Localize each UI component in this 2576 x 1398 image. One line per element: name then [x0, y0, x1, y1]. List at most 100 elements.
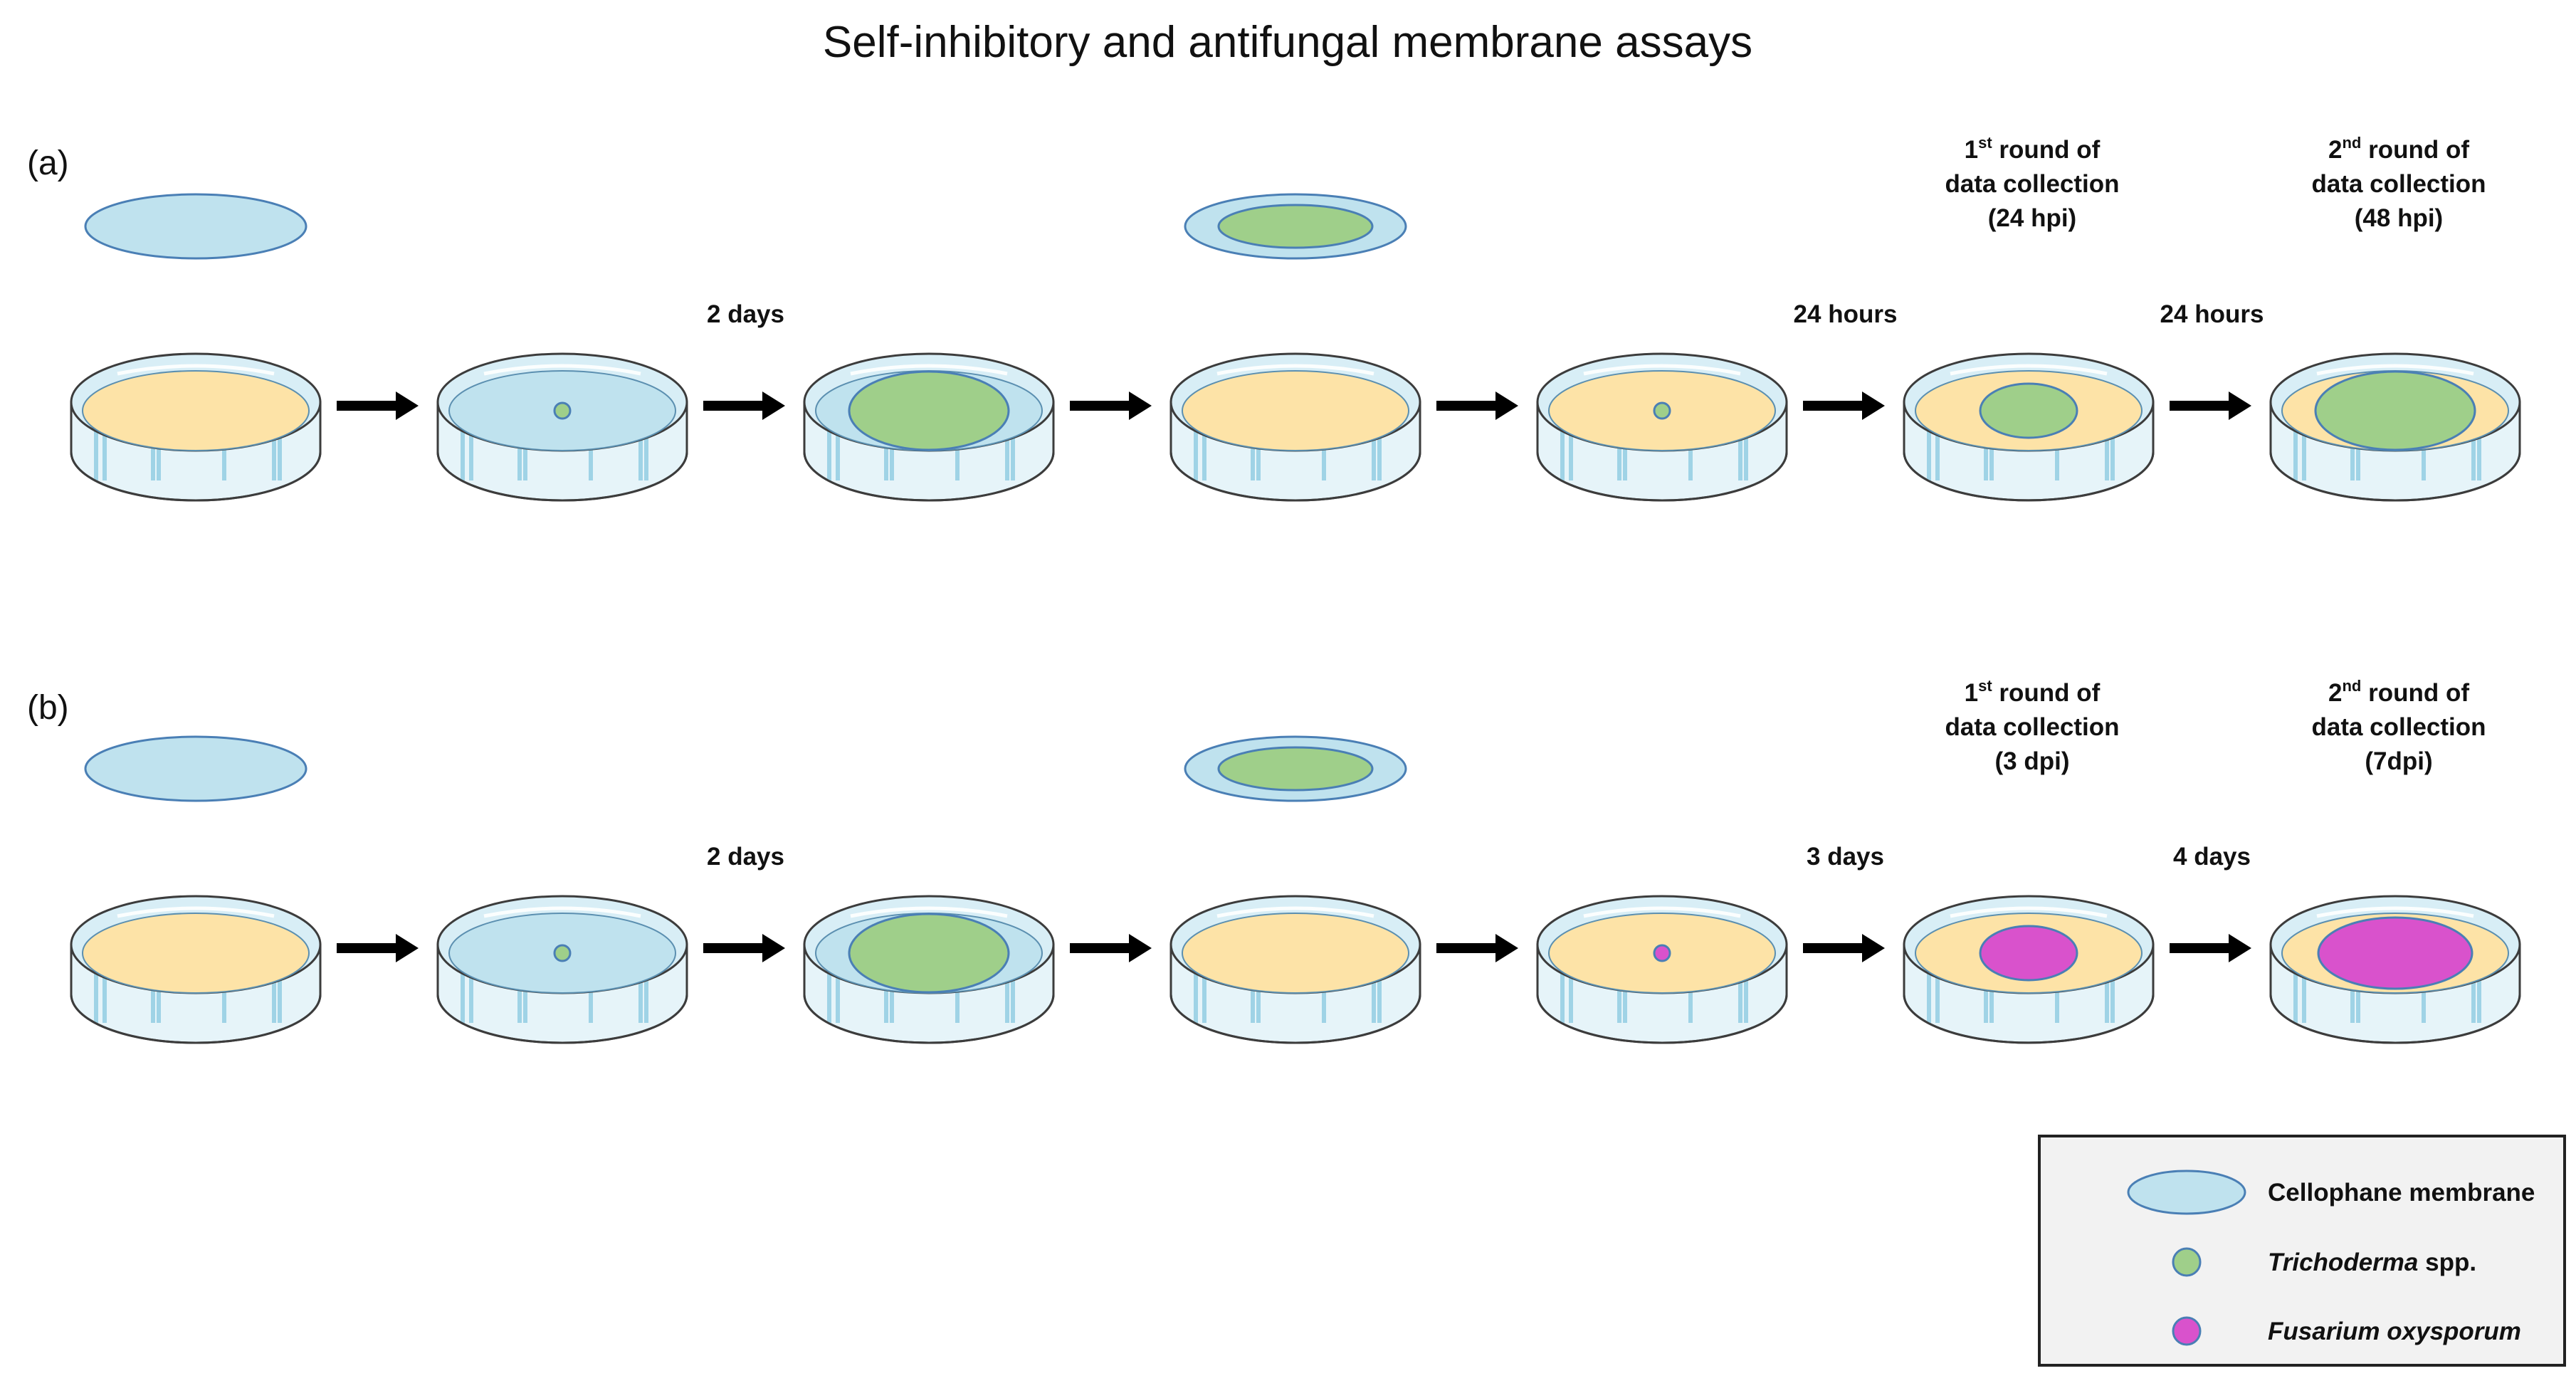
rim-highlight	[117, 364, 275, 376]
process-arrow	[703, 391, 785, 420]
petri-dish	[70, 352, 322, 502]
cellophane-membrane	[84, 735, 307, 802]
legend-fusarium-icon	[2172, 1316, 2202, 1346]
arrow-label: 24 hours	[2160, 300, 2264, 328]
petri-dish	[1536, 352, 1788, 502]
petri-dish	[1903, 352, 2155, 502]
rim-highlight	[2316, 906, 2474, 918]
membrane-with-trichoderma	[1184, 735, 1407, 802]
dish-base	[803, 451, 1055, 502]
collection-line2: data collection	[2311, 170, 2486, 198]
process-arrow	[337, 391, 419, 420]
arrow-head	[396, 934, 419, 962]
collection-line2: data collection	[1945, 713, 2119, 741]
dish-base	[70, 451, 322, 502]
collection-ordinal-suffix: st	[1978, 134, 1992, 152]
process-arrow	[1436, 391, 1518, 420]
trichoderma-colony	[2314, 370, 2476, 451]
petri-dish	[803, 895, 1055, 1044]
cellophane-membrane	[84, 193, 307, 260]
legend-label: Fusarium oxysporum	[2268, 1318, 2521, 1345]
petri-dish	[2269, 895, 2521, 1044]
collection-line3: (48 hpi)	[2355, 204, 2443, 232]
rim-highlight	[1950, 364, 2108, 376]
collection-line2: data collection	[2311, 713, 2486, 741]
collection-ordinal: 2	[2328, 679, 2342, 707]
rim-highlight	[117, 906, 275, 918]
collection-ordinal-suffix: st	[1978, 677, 1992, 695]
dish-base	[1536, 451, 1788, 502]
dish-base	[1169, 994, 1421, 1044]
process-arrow	[1803, 391, 1885, 420]
collection-ordinal: 2	[2328, 136, 2342, 164]
fusarium-colony	[1979, 925, 2078, 982]
arrow-head	[1495, 391, 1518, 420]
trichoderma-colony	[1217, 746, 1374, 792]
dish-base	[1169, 451, 1421, 502]
collection-label: 2nd round of data collection (48 hpi)	[2311, 134, 2486, 232]
petri-dish	[70, 895, 322, 1044]
petri-dish	[1169, 895, 1421, 1044]
panel-label: (b)	[27, 689, 69, 727]
agar-medium	[82, 913, 310, 994]
arrow-head	[1862, 934, 1885, 962]
arrow-head	[1862, 391, 1885, 420]
process-arrow	[1070, 934, 1152, 962]
collection-line3: (3 dpi)	[1995, 747, 2070, 775]
collection-line1: round of	[1992, 136, 2101, 164]
membrane-with-trichoderma	[1184, 193, 1407, 260]
trichoderma-inoculum	[553, 944, 572, 962]
rim-highlight	[1216, 906, 1374, 918]
trichoderma-colony	[848, 913, 1010, 994]
agar-medium	[82, 370, 310, 451]
arrow-head	[762, 934, 785, 962]
collection-ordinal-suffix: nd	[2342, 134, 2361, 152]
petri-dish	[436, 895, 688, 1044]
collection-ordinal: 1	[1965, 136, 1978, 164]
collection-line2: data collection	[1945, 170, 2119, 198]
arrow-label: 24 hours	[1794, 300, 1898, 328]
legend-cellophane-icon	[2127, 1170, 2246, 1215]
arrow-head	[1129, 391, 1152, 420]
figure-title: Self-inhibitory and antifungal membrane …	[823, 18, 1752, 67]
arrow-shaft	[1803, 401, 1863, 411]
arrow-shaft	[1070, 943, 1130, 953]
rim-highlight	[1216, 364, 1374, 376]
arrow-head	[1129, 934, 1152, 962]
panel-label: (a)	[27, 144, 69, 182]
process-arrow	[2170, 391, 2251, 420]
dish-base	[1903, 994, 2155, 1044]
arrow-head	[396, 391, 419, 420]
fusarium-colony	[2317, 916, 2474, 990]
legend-text: spp.	[2418, 1249, 2476, 1276]
rim-highlight	[850, 906, 1008, 918]
petri-dish	[436, 352, 688, 502]
collection-ordinal-suffix: nd	[2342, 677, 2361, 695]
trichoderma-colony	[1217, 204, 1374, 249]
trichoderma-inoculum	[553, 401, 572, 420]
arrow-shaft	[703, 401, 764, 411]
trichoderma-colony	[848, 370, 1010, 451]
petri-dish	[1536, 895, 1788, 1044]
rim-highlight	[483, 364, 641, 376]
arrow-label: 2 days	[707, 300, 784, 328]
collection-line1: round of	[2361, 679, 2469, 707]
collection-line1: round of	[2361, 136, 2469, 164]
process-arrow	[1803, 934, 1885, 962]
collection-line3: (24 hpi)	[1988, 204, 2076, 232]
arrow-head	[2229, 934, 2251, 962]
arrow-head	[1495, 934, 1518, 962]
fusarium-inoculum	[1653, 944, 1671, 962]
petri-dish	[803, 352, 1055, 502]
legend-box	[2038, 1135, 2566, 1367]
rim-highlight	[850, 364, 1008, 376]
petri-dish	[1169, 352, 1421, 502]
process-arrow	[703, 934, 785, 962]
petri-dish	[1903, 895, 2155, 1044]
arrow-shaft	[2170, 943, 2230, 953]
panel-a: (a) 2 days 24 hours 24 hours 1st round of dat…	[27, 134, 2521, 502]
